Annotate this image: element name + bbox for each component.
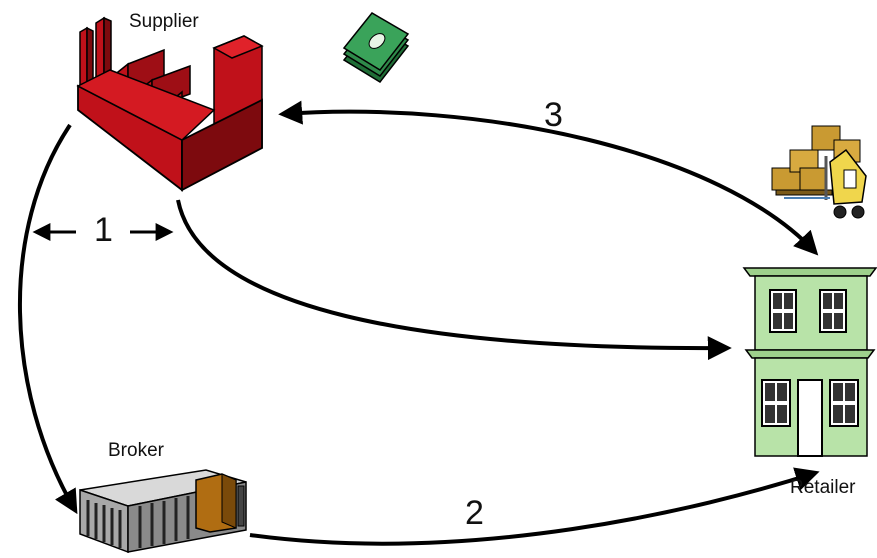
arrow-supplier-to-broker <box>17 123 78 515</box>
supplier-label: Supplier <box>129 11 199 32</box>
money-stack-icon <box>342 12 410 83</box>
arrow-broker-to-retailer <box>249 467 820 546</box>
flow-label-2: 2 <box>465 494 484 532</box>
store-building-icon <box>742 267 877 457</box>
arrow-supplier-to-retailer <box>176 199 732 361</box>
forklift-with-boxes-icon <box>771 125 867 219</box>
flow-label-3: 3 <box>544 96 563 134</box>
arrow-supplier-retailer-bidirectional <box>278 100 819 256</box>
flow-label-1: 1 <box>94 211 113 249</box>
retailer-label: Retailer <box>790 477 856 498</box>
factory-icon <box>76 16 264 192</box>
broker-label: Broker <box>108 440 164 461</box>
warehouse-icon <box>79 469 247 554</box>
